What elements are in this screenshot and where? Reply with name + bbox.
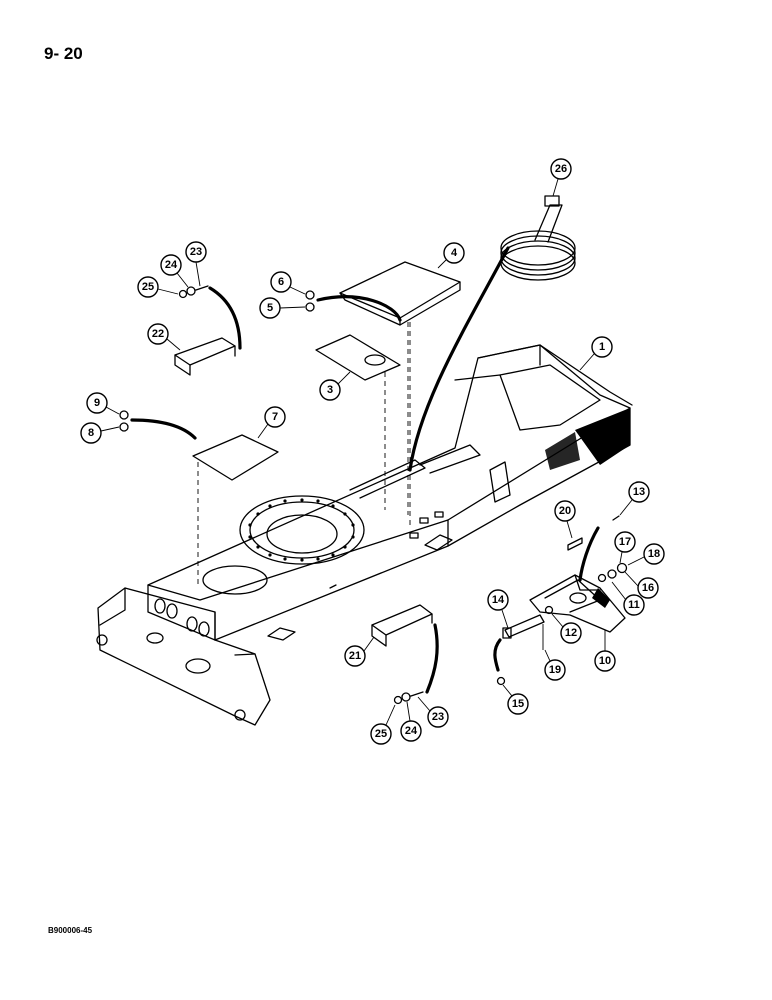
svg-text:18: 18 <box>648 548 660 560</box>
svg-text:17: 17 <box>619 536 631 548</box>
callout-9: 9 <box>86 392 108 414</box>
svg-text:24: 24 <box>165 259 178 271</box>
main-frame <box>147 344 633 641</box>
svg-text:8: 8 <box>88 427 94 439</box>
callout-13: 13 <box>628 481 650 503</box>
svg-text:6: 6 <box>278 276 284 288</box>
svg-text:26: 26 <box>555 163 567 175</box>
callout-26: 26 <box>550 158 572 180</box>
hardware <box>119 285 424 705</box>
assembly-lines <box>197 322 411 585</box>
svg-text:20: 20 <box>559 505 571 517</box>
callout-4: 4 <box>443 242 465 264</box>
callout-18: 18 <box>643 543 665 565</box>
svg-text:24: 24 <box>405 725 418 737</box>
svg-text:21: 21 <box>349 650 361 662</box>
svg-text:10: 10 <box>599 655 611 667</box>
svg-text:4: 4 <box>451 247 458 259</box>
cover-3 <box>315 334 401 381</box>
callout-8: 8 <box>80 422 102 444</box>
svg-text:14: 14 <box>492 594 505 606</box>
svg-text:23: 23 <box>190 246 202 258</box>
callout-23-upper: 23 <box>185 241 207 263</box>
svg-text:13: 13 <box>633 486 645 498</box>
callout-10: 10 <box>594 650 616 672</box>
bolt-circle <box>248 498 355 562</box>
cover-21 <box>371 604 433 647</box>
callout-25-lower: 25 <box>370 723 392 745</box>
svg-text:15: 15 <box>512 698 524 710</box>
hose-coil <box>500 195 576 281</box>
svg-text:16: 16 <box>642 582 654 594</box>
front-axle-beam <box>96 587 271 726</box>
svg-text:9: 9 <box>94 397 100 409</box>
callout-1: 1 <box>591 336 613 358</box>
callout-3: 3 <box>319 379 341 401</box>
callout-15: 15 <box>507 693 529 715</box>
page-number: 9- 20 <box>44 44 83 63</box>
cover-22 <box>174 337 236 376</box>
callout-19: 19 <box>544 659 566 681</box>
callout-24-upper: 24 <box>160 254 182 276</box>
callout-14: 14 <box>487 589 509 611</box>
callout-23-lower: 23 <box>427 706 449 728</box>
cover-4 <box>339 261 461 326</box>
callout-12: 12 <box>560 622 582 644</box>
svg-text:25: 25 <box>142 281 154 293</box>
svg-text:3: 3 <box>327 384 333 396</box>
svg-text:19: 19 <box>549 664 561 676</box>
figure-code: B900006-45 <box>48 926 93 935</box>
callout-25-upper: 25 <box>137 276 159 298</box>
callout-5: 5 <box>259 297 281 319</box>
svg-text:5: 5 <box>267 302 273 314</box>
callout-7: 7 <box>264 406 286 428</box>
svg-text:23: 23 <box>432 711 444 723</box>
callout-21: 21 <box>344 645 366 667</box>
callout-22: 22 <box>147 323 169 345</box>
callout-17: 17 <box>614 531 636 553</box>
svg-text:25: 25 <box>375 728 387 740</box>
callout-16: 16 <box>637 577 659 599</box>
svg-text:22: 22 <box>152 328 164 340</box>
svg-text:1: 1 <box>599 341 605 353</box>
callout-20: 20 <box>554 500 576 522</box>
leader-lines <box>130 246 600 694</box>
callout-6: 6 <box>270 271 292 293</box>
callout-11: 11 <box>623 594 645 616</box>
svg-text:7: 7 <box>272 411 278 423</box>
svg-text:12: 12 <box>565 627 577 639</box>
callout-24-lower: 24 <box>400 720 422 742</box>
cover-7 <box>192 434 279 481</box>
svg-text:11: 11 <box>628 599 640 611</box>
